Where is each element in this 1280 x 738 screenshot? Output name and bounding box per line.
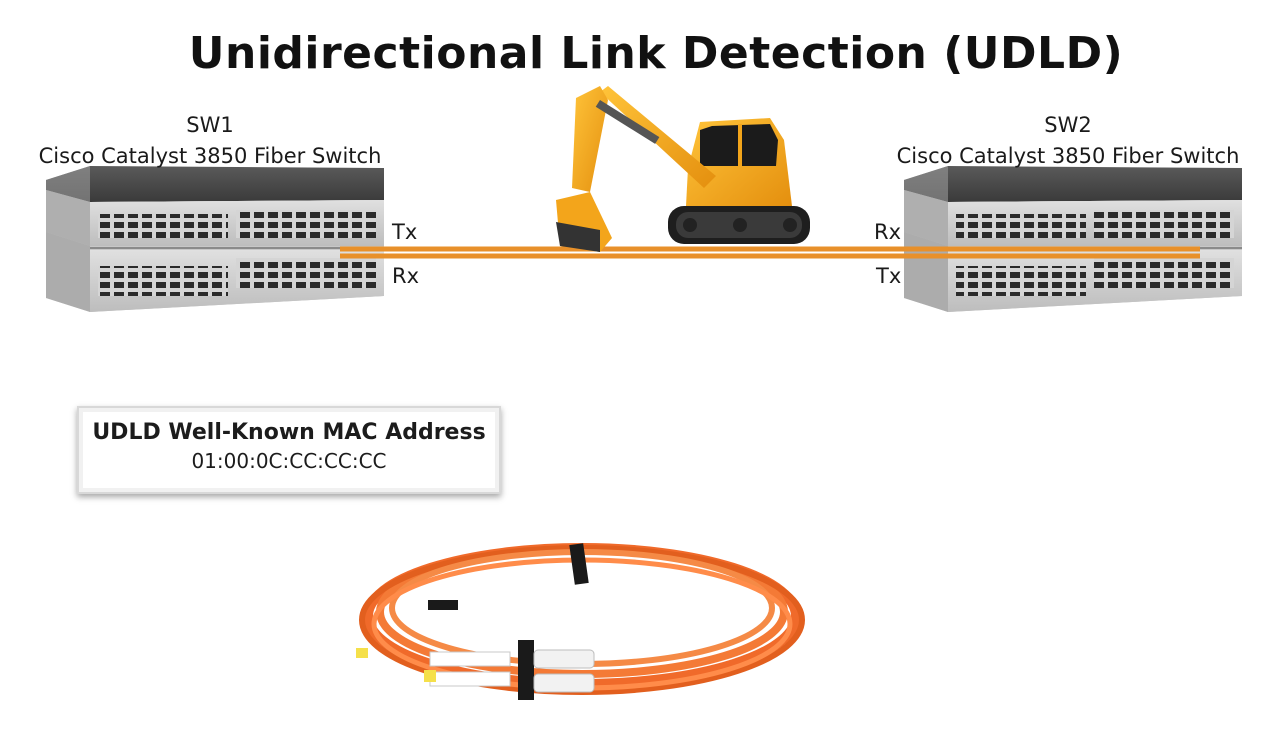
sw1-rx-label: Rx [392,264,420,288]
mac-box-title: UDLD Well-Known MAC Address [92,420,486,445]
fiber-cable-image [356,543,805,700]
excavator-image [556,86,810,252]
sw1-tx-label: Tx [392,220,418,244]
sw2-switch-image [904,166,1242,312]
sw2-tx-label: Tx [876,264,902,288]
sw2-label: SW2 Cisco Catalyst 3850 Fiber Switch [878,110,1258,172]
fiber-links [340,246,1200,259]
sw1-switch-image [46,166,384,312]
mac-address-value: 01:00:0C:CC:CC:CC [191,449,387,473]
slide-title: Unidirectional Link Detection (UDLD) [188,28,1124,79]
sw2-model: Cisco Catalyst 3850 Fiber Switch [896,144,1240,168]
sw1-model: Cisco Catalyst 3850 Fiber Switch [38,144,382,168]
sw1-name: SW1 [186,113,234,137]
mac-address-box: UDLD Well-Known MAC Address 01:00:0C:CC:… [77,406,501,494]
sw1-label: SW1 Cisco Catalyst 3850 Fiber Switch [20,110,400,172]
sw2-name: SW2 [1044,113,1092,137]
sw2-rx-label: Rx [874,220,902,244]
